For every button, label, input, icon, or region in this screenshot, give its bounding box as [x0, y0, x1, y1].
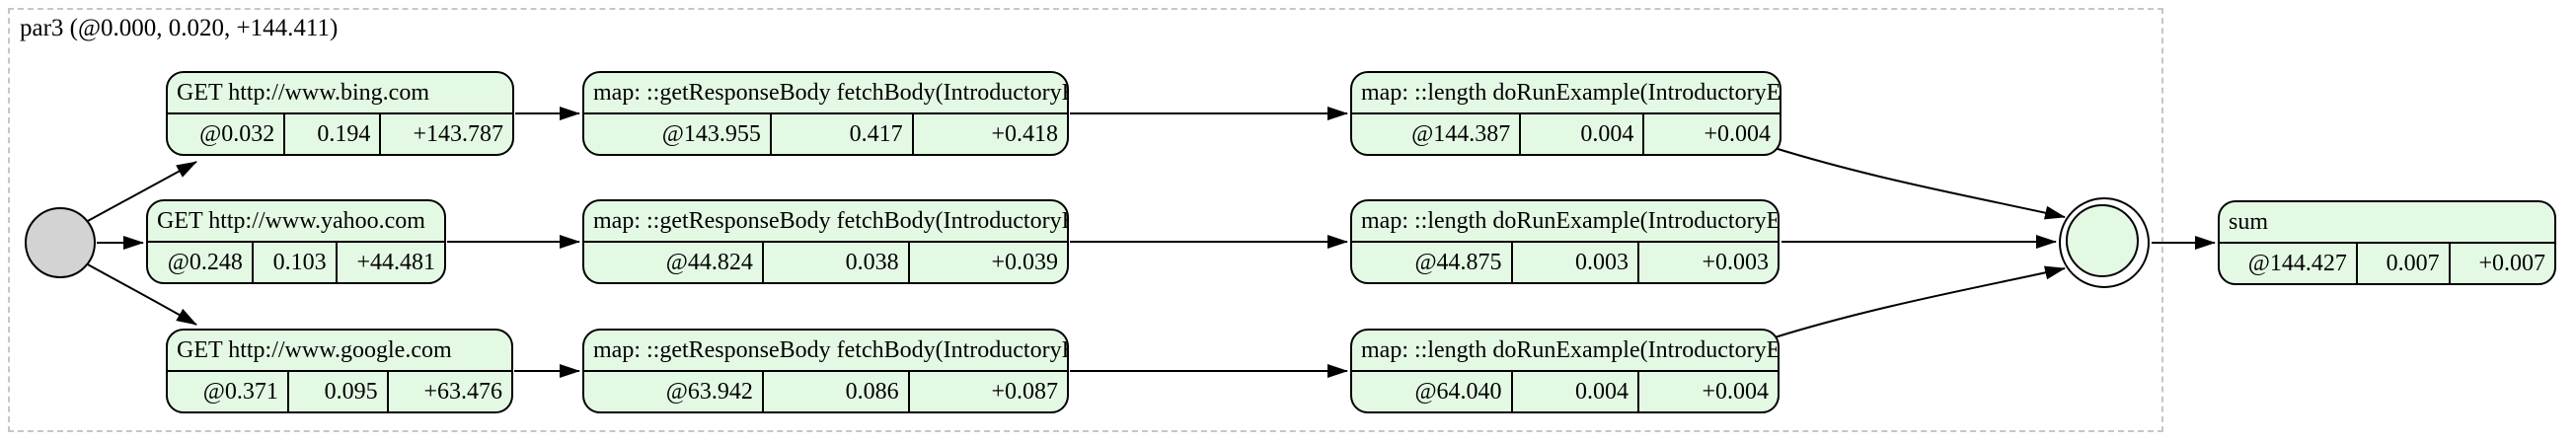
- cell-total: +0.004: [1637, 372, 1778, 411]
- node-timing-row: @144.387 0.004 +0.004: [1352, 112, 1780, 154]
- node-title: map: ::getResponseBody fetchBody(Introdu…: [593, 336, 1067, 363]
- node-title: GET http://www.yahoo.com: [157, 207, 425, 234]
- node-sum: sum @144.427 0.007 +0.007: [2218, 200, 2556, 285]
- node-map-getresponsebody-2: map: ::getResponseBody fetchBody(Introdu…: [582, 199, 1069, 284]
- node-timing-row: @144.427 0.007 +0.007: [2220, 242, 2554, 283]
- node-map-length-1: map: ::length doRunExample(IntroductoryE…: [1350, 71, 1781, 156]
- cell-total: +44.481: [335, 243, 444, 282]
- node-timing-row: @0.032 0.194 +143.787: [168, 112, 512, 154]
- node-map-getresponsebody-3: map: ::getResponseBody fetchBody(Introdu…: [582, 329, 1069, 413]
- node-timing-row: @44.824 0.038 +0.039: [584, 241, 1067, 282]
- cell-duration: 0.004: [1510, 372, 1637, 411]
- cell-duration: 0.003: [1510, 243, 1637, 282]
- node-timing-row: @44.875 0.003 +0.003: [1352, 241, 1778, 282]
- node-map-getresponsebody-1: map: ::getResponseBody fetchBody(Introdu…: [582, 71, 1069, 156]
- cell-duration: 0.103: [251, 243, 336, 282]
- cell-total: +0.004: [1642, 114, 1780, 154]
- cell-at-time: @143.955: [661, 120, 761, 147]
- cell-duration: 0.095: [286, 372, 387, 411]
- node-get-yahoo: GET http://www.yahoo.com @0.248 0.103 +4…: [146, 199, 446, 284]
- par3-cluster-box: par3 (@0.000, 0.020, +144.411): [8, 8, 2163, 432]
- cell-duration: 0.086: [761, 372, 908, 411]
- node-title: map: ::getResponseBody fetchBody(Introdu…: [593, 79, 1067, 106]
- node-title: map: ::length doRunExample(IntroductoryE…: [1361, 207, 1780, 234]
- node-title: GET http://www.google.com: [177, 336, 452, 363]
- join-node-inner-circle: [2066, 204, 2139, 277]
- cell-duration: 0.004: [1519, 114, 1642, 154]
- join-node-circle: [2059, 197, 2150, 288]
- node-map-length-2: map: ::length doRunExample(IntroductoryE…: [1350, 199, 1780, 284]
- cell-at-time: @63.942: [665, 378, 753, 405]
- cell-at-time: @144.427: [2247, 250, 2347, 276]
- cell-total: +0.007: [2448, 244, 2554, 283]
- cell-at-time: @44.824: [665, 249, 753, 275]
- node-title: sum: [2229, 208, 2269, 235]
- cell-at-time: @0.248: [167, 249, 243, 275]
- cell-total: +0.003: [1637, 243, 1778, 282]
- cell-at-time: @144.387: [1411, 120, 1511, 147]
- cell-at-time: @0.371: [202, 378, 278, 405]
- cell-total: +0.418: [911, 114, 1067, 154]
- cell-duration: 0.038: [761, 243, 908, 282]
- node-get-bing: GET http://www.bing.com @0.032 0.194 +14…: [166, 71, 514, 156]
- cell-at-time: @44.875: [1414, 249, 1502, 275]
- cell-total: +0.087: [907, 372, 1067, 411]
- cell-duration: 0.007: [2355, 244, 2449, 283]
- node-title: map: ::length doRunExample(IntroductoryE…: [1361, 79, 1781, 106]
- node-get-google: GET http://www.google.com @0.371 0.095 +…: [166, 329, 513, 413]
- cell-duration: 0.417: [769, 114, 912, 154]
- cell-at-time: @0.032: [199, 120, 275, 147]
- start-node-circle: [25, 207, 96, 278]
- cell-at-time: @64.040: [1414, 378, 1502, 405]
- node-timing-row: @0.371 0.095 +63.476: [168, 370, 511, 411]
- node-timing-row: @64.040 0.004 +0.004: [1352, 370, 1778, 411]
- cell-total: +63.476: [386, 372, 511, 411]
- node-timing-row: @0.248 0.103 +44.481: [148, 241, 444, 282]
- cell-total: +0.039: [907, 243, 1067, 282]
- node-title: map: ::getResponseBody fetchBody(Introdu…: [593, 207, 1067, 234]
- node-map-length-3: map: ::length doRunExample(IntroductoryE…: [1350, 329, 1780, 413]
- node-title: GET http://www.bing.com: [177, 79, 429, 106]
- cell-total: +143.787: [379, 114, 512, 154]
- cell-duration: 0.194: [283, 114, 379, 154]
- cluster-label: par3 (@0.000, 0.020, +144.411): [20, 15, 339, 41]
- node-timing-row: @63.942 0.086 +0.087: [584, 370, 1067, 411]
- node-timing-row: @143.955 0.417 +0.418: [584, 112, 1067, 154]
- node-title: map: ::length doRunExample(IntroductoryE…: [1361, 336, 1780, 363]
